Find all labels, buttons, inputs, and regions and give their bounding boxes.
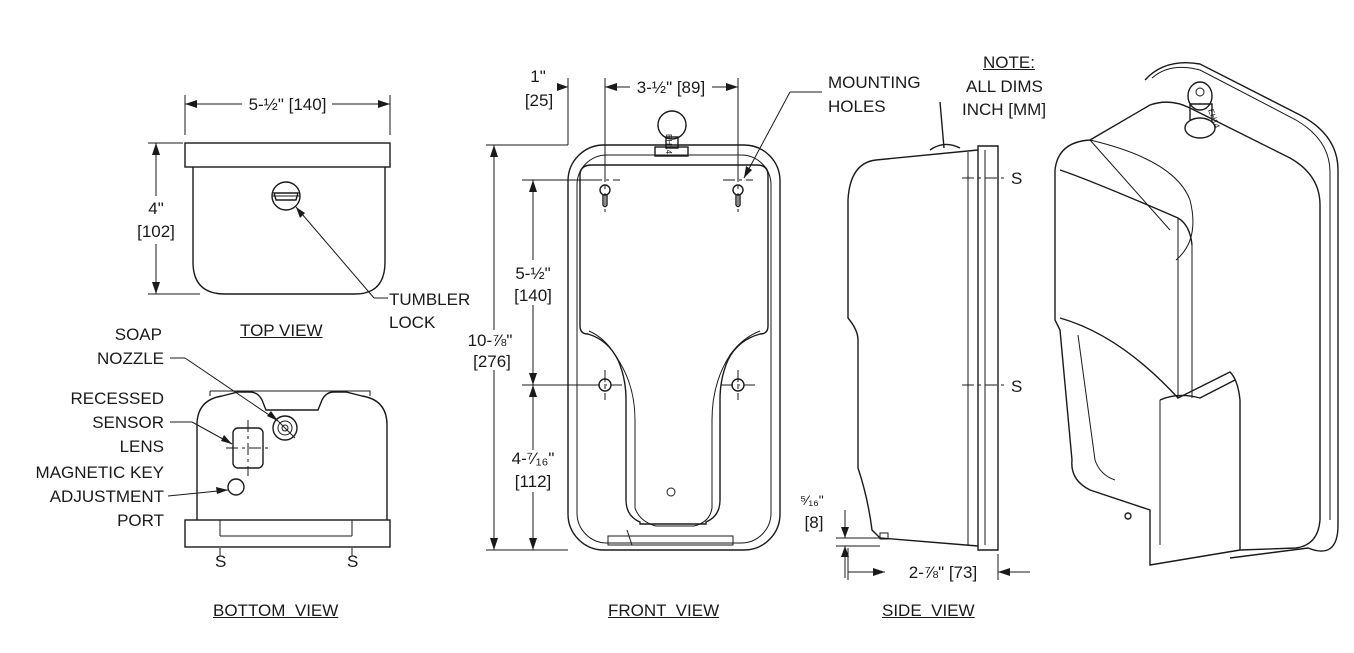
side-s-mark-upper: S (1011, 169, 1023, 188)
bottom-view-drawing (167, 357, 391, 556)
key-port-label-line-3: PORT (117, 511, 164, 530)
key-port-label-line-2: ADJUSTMENT (49, 487, 164, 506)
note-line-1: ALL DIMS (966, 77, 1043, 96)
dim-front-offset-in: 1" (530, 67, 546, 86)
dim-front-upper-mm: [140] (514, 286, 552, 305)
mounting-holes-label-line-1: MOUNTING (828, 73, 921, 92)
note-line-2: INCH [MM] (962, 100, 1047, 119)
front-view-title: FRONT VIEW (608, 601, 720, 620)
side-view-title: SIDE VIEW (882, 601, 975, 620)
top-view-title: TOP VIEW (240, 321, 323, 340)
dim-top-height-mm: [102] (137, 222, 175, 241)
note-heading: NOTE: (983, 53, 1035, 72)
dim-front-upper-in: 5-½" (515, 264, 551, 283)
tumbler-label-line-1: TUMBLER (389, 290, 471, 309)
dim-front-offset-mm: [25] (524, 91, 554, 110)
dim-side-gap-mm: [8] (804, 513, 824, 532)
dim-side-depth: 2-⅞" [73] (908, 563, 978, 582)
iso-key-code: EH14 (1206, 108, 1221, 130)
mounting-holes-label-line-2: HOLES (828, 97, 886, 116)
front-view-drawing (486, 78, 822, 551)
dim-side-gap-in: ⁵⁄₁₆" (800, 492, 824, 508)
soap-nozzle-label-line-1: SOAP (114, 325, 162, 344)
sensor-lens-label-line-2: SENSOR (92, 413, 164, 432)
front-key-code: EH14 (664, 134, 673, 155)
side-view-drawing (836, 101, 1030, 580)
bottom-view-title: BOTTOM VIEW (213, 601, 339, 620)
dim-front-total-mm: [276] (473, 352, 511, 371)
dim-top-width: 5-½" [140] (248, 95, 327, 114)
bottom-s-mark-right: S (347, 552, 359, 571)
dim-front-total-in: 10-⅞" (467, 331, 513, 350)
dim-front-lower-mm: [112] (514, 472, 552, 491)
key-port-label-line-1: MAGNETIC KEY (35, 463, 164, 482)
dim-front-lower-in: 4-⁷⁄₁₆" (511, 449, 555, 468)
tumbler-label-line-2: LOCK (389, 313, 436, 332)
bottom-s-mark-left: S (215, 552, 227, 571)
soap-nozzle-label-line-2: NOZZLE (96, 349, 164, 368)
top-view-drawing (148, 95, 391, 299)
dim-front-holes: 3-½" [89] (636, 78, 706, 97)
dim-top-height-in: 4" (148, 199, 164, 218)
side-s-mark-lower: S (1011, 377, 1023, 396)
sensor-lens-label-line-3: LENS (119, 437, 164, 456)
sensor-lens-label-line-1: RECESSED (70, 389, 164, 408)
isometric-view-drawing: EH14 (1054, 62, 1339, 566)
